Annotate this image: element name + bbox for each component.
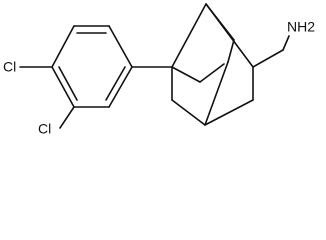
ring-bond xyxy=(51,66,75,108)
adamantane-cage xyxy=(171,3,254,126)
benzene-ring xyxy=(51,25,133,108)
ring-double-bond xyxy=(58,66,78,101)
ring-bond xyxy=(51,25,75,68)
cage-bond xyxy=(199,63,225,83)
ring-bond xyxy=(108,66,133,108)
c-cl-bond-bottom xyxy=(59,106,75,129)
cage-bond xyxy=(204,99,254,126)
ring-double-bond xyxy=(105,66,126,101)
chemical-structure-diagram: Cl Cl NH2 xyxy=(3,3,315,137)
amine-label: NH2 xyxy=(287,19,315,35)
cage-bond xyxy=(204,61,229,126)
ch2-bond xyxy=(252,49,284,68)
cage-bond xyxy=(227,39,235,63)
cage-bond xyxy=(205,3,235,41)
chlorine-label-bottom: Cl xyxy=(38,121,51,137)
cage-bond xyxy=(171,99,206,126)
chlorine-label-top: Cl xyxy=(3,59,16,75)
ring-bond xyxy=(108,25,133,68)
cage-bond xyxy=(171,66,201,83)
cage-bond xyxy=(171,3,207,68)
c-n-bond xyxy=(282,35,290,51)
